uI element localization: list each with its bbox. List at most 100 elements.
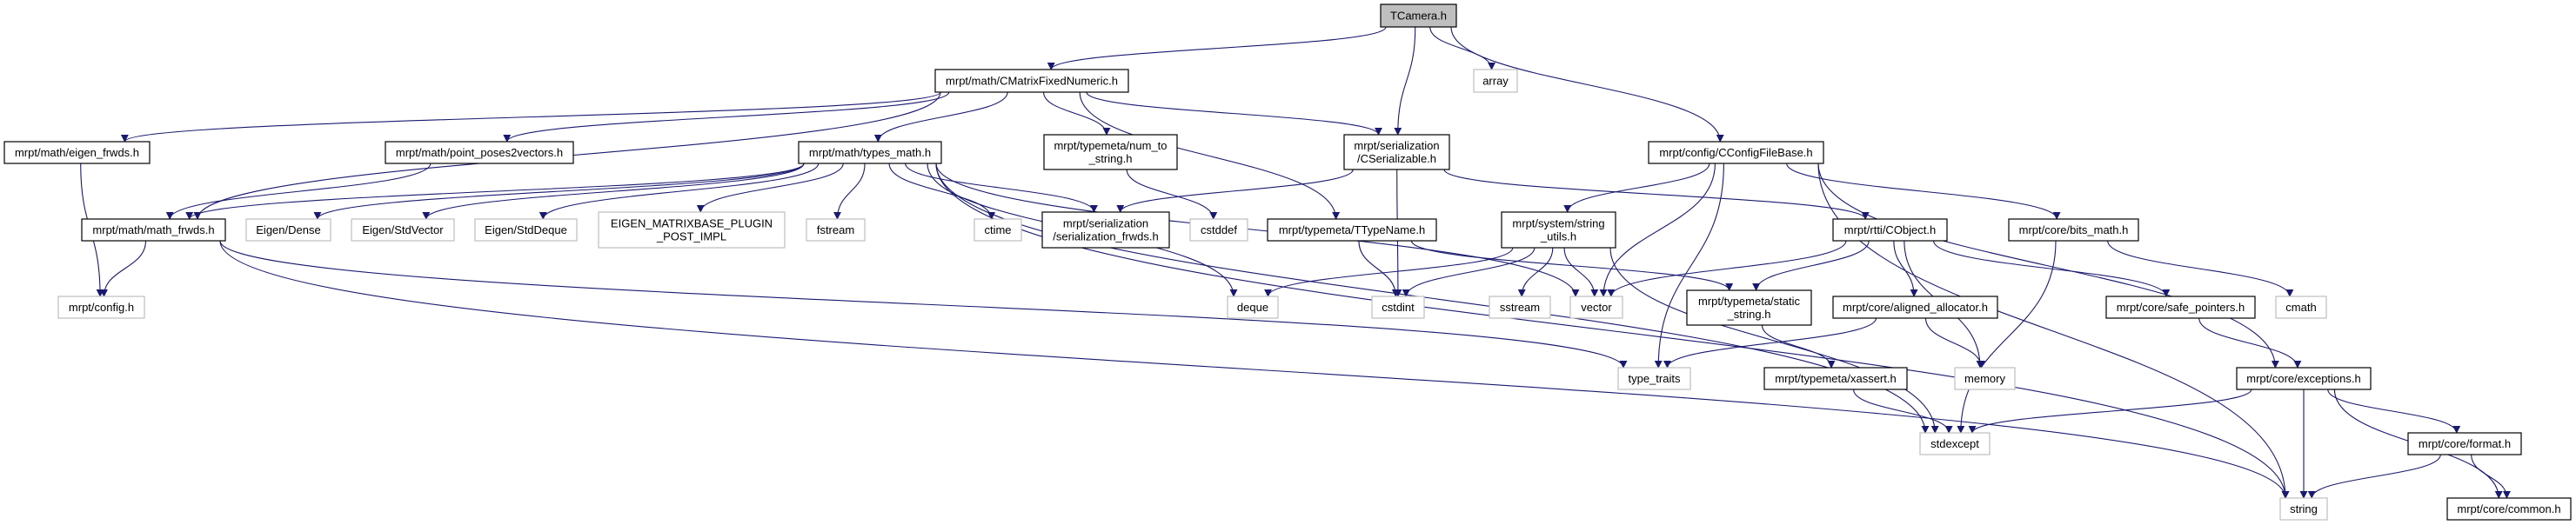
node-label: string (2290, 502, 2318, 515)
node-label: mrpt/core/common.h (2457, 502, 2560, 515)
node-label: /CSerializable.h (1357, 152, 1436, 165)
node-tcamera[interactable]: TCamera.h (1380, 3, 1457, 28)
node-box (1473, 69, 1518, 93)
edge-ttypename-to-static-string (1410, 240, 1734, 291)
node-format[interactable]: mrpt/core/format.h (2407, 432, 2522, 455)
node-box (1343, 134, 1450, 170)
node-ser-frwds[interactable]: mrpt/serialization/serialization_frwds.h (1041, 211, 1170, 249)
node-box (2279, 497, 2328, 521)
edge-format-to-common (2471, 454, 2511, 499)
node-box (974, 218, 1022, 242)
node-box (1227, 296, 1279, 319)
node-cmath: cmath (2275, 296, 2327, 319)
node-math-frwds[interactable]: mrpt/math/math_frwds.h (81, 218, 226, 242)
node-label: sstream (1500, 301, 1540, 314)
node-label: mrpt/core/bits_math.h (2019, 223, 2129, 236)
node-box (2407, 432, 2522, 455)
node-pp2v[interactable]: mrpt/math/point_poses2vectors.h (385, 141, 574, 164)
edge-num-to-string-to-cstddef (1126, 169, 1218, 220)
edge-bits-math-to-cmath (2107, 240, 2294, 297)
edge-tcamera-to-cmatrix (1047, 26, 1387, 70)
edge-math-frwds-to-config-h (100, 240, 147, 297)
node-memory: memory (1954, 367, 2016, 390)
edge-aligned-alloc-to-type-traits (1663, 317, 1877, 369)
node-cobject[interactable]: mrpt/rtti/CObject.h (1832, 218, 1948, 242)
node-box (245, 218, 331, 242)
node-ttypename[interactable]: mrpt/typemeta/TTypeName.h (1267, 218, 1437, 242)
node-eigen-stdvector: Eigen/StdVector (351, 218, 455, 242)
node-aligned-alloc[interactable]: mrpt/core/aligned_allocator.h (1832, 296, 1998, 319)
node-box (1763, 367, 1908, 390)
node-label: EIGEN_MATRIXBASE_PLUGIN (611, 217, 773, 230)
node-box (1686, 289, 1812, 326)
node-cmatrix[interactable]: mrpt/math/CMatrixFixedNumeric.h (934, 69, 1129, 93)
node-label: cstddef (1201, 223, 1237, 236)
node-label: vector (1581, 301, 1612, 314)
edge-cconfig-to-string (1817, 163, 2290, 499)
node-box (1041, 211, 1170, 249)
node-xassert[interactable]: mrpt/typemeta/xassert.h (1763, 367, 1908, 390)
node-label: mrpt/math/eigen_frwds.h (15, 146, 139, 159)
edge-math-frwds-to-string (219, 240, 2290, 499)
node-label: ctime (984, 223, 1011, 236)
node-types-math[interactable]: mrpt/math/types_math.h (798, 141, 942, 164)
node-exceptions[interactable]: mrpt/core/exceptions.h (2236, 367, 2372, 390)
node-label: mrpt/serialization (1354, 139, 1439, 152)
edge-types-math-to-eigen-dense (313, 163, 805, 220)
edge-types-math-to-vector (935, 163, 1580, 297)
node-label: _POST_IMPL (656, 230, 726, 243)
node-box (1380, 3, 1457, 28)
edge-xassert-to-stdexcept (1853, 389, 1953, 434)
node-box (598, 211, 786, 249)
node-eigen-frwds[interactable]: mrpt/math/eigen_frwds.h (3, 141, 151, 164)
node-label: mrpt/core/safe_pointers.h (2117, 301, 2245, 314)
node-eigen-stddeque: Eigen/StdDeque (474, 218, 578, 242)
edge-types-math-to-eigen-plugin (696, 163, 844, 213)
node-bits-math[interactable]: mrpt/core/bits_math.h (2008, 218, 2139, 242)
edge-string-utils-to-vector (1563, 247, 1599, 297)
node-label: fstream (817, 223, 854, 236)
node-label: mrpt/config.h (69, 301, 134, 314)
edge-cobject-to-safe-pointers (1933, 240, 2171, 297)
node-common[interactable]: mrpt/core/common.h (2446, 497, 2572, 521)
node-string-utils[interactable]: mrpt/system/string_utils.h (1501, 211, 1616, 249)
edge-exceptions-to-stdexcept (1968, 389, 2252, 434)
node-box (1267, 218, 1437, 242)
node-cconfig[interactable]: mrpt/config/CConfigFileBase.h (1648, 141, 1824, 164)
edge-types-math-to-ctime (888, 163, 996, 220)
node-box (806, 218, 866, 242)
node-box (1569, 296, 1623, 319)
node-box (1919, 432, 1991, 455)
node-type-traits: type_traits (1617, 367, 1691, 390)
node-box (1617, 367, 1691, 390)
edge-cconfig-to-string-utils (1563, 163, 1710, 213)
node-box (2446, 497, 2572, 521)
node-num-to-string[interactable]: mrpt/typemeta/num_to_string.h (1043, 134, 1178, 170)
node-box (2275, 296, 2327, 319)
edge-static-string-to-xassert (1761, 324, 1836, 369)
edge-cconfig-to-exceptions (1817, 163, 2279, 369)
edge-safe-pointers-to-exceptions (2198, 317, 2302, 369)
node-ctime: ctime (974, 218, 1022, 242)
edge-cobject-to-aligned-alloc (1893, 240, 1918, 297)
node-safe-pointers[interactable]: mrpt/core/safe_pointers.h (2105, 296, 2256, 319)
edge-string-utils-to-deque (1264, 247, 1514, 297)
node-box (81, 218, 226, 242)
node-static-string[interactable]: mrpt/typemeta/static_string.h (1686, 289, 1812, 326)
node-label: mrpt/core/format.h (2419, 437, 2511, 450)
edge-tcamera-to-cserializable (1394, 26, 1416, 136)
node-label: mrpt/typemeta/static (1698, 295, 1801, 308)
edge-cserializable-to-cobject (1443, 169, 1870, 220)
node-label: mrpt/core/exceptions.h (2246, 372, 2361, 385)
edge-types-math-to-ser-frwds (905, 163, 1098, 213)
node-cstddef: cstddef (1189, 218, 1248, 242)
edge-types-math-to-fstream (833, 163, 866, 220)
node-box (474, 218, 578, 242)
node-box (57, 296, 145, 319)
edge-pp2v-to-math-frwds (165, 163, 432, 220)
edge-types-math-to-eigen-stddeque (539, 163, 820, 220)
node-cserializable[interactable]: mrpt/serialization/CSerializable.h (1343, 134, 1450, 170)
node-vector: vector (1569, 296, 1623, 319)
node-config-h: mrpt/config.h (57, 296, 145, 319)
node-box (1189, 218, 1248, 242)
